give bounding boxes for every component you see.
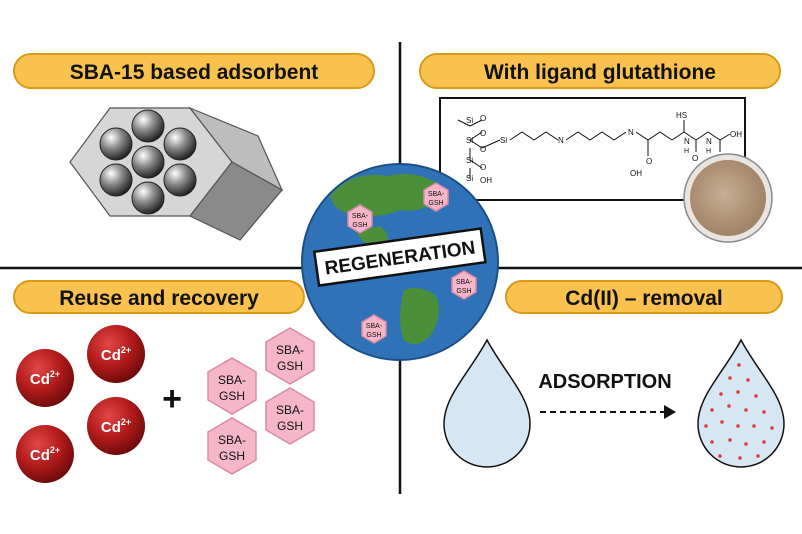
- oh-label: OH: [480, 176, 492, 185]
- svg-text:GSH: GSH: [428, 200, 443, 207]
- regeneration-globe: SBA- GSH SBA- GSH SBA- GSH SBA- GSH REGE…: [301, 163, 499, 361]
- cd-dot-scatter: [704, 363, 774, 460]
- svg-text:SBA-: SBA-: [276, 403, 304, 417]
- n-label: N: [706, 137, 712, 146]
- svg-text:GSH: GSH: [277, 359, 303, 373]
- hs-label: HS: [676, 111, 687, 120]
- label-sba15-text: SBA-15 based adsorbent: [70, 61, 319, 84]
- n-label: N: [684, 137, 690, 146]
- sba-gsh-hex: SBA- GSH: [265, 327, 315, 385]
- svg-text:SBA-: SBA-: [366, 323, 383, 330]
- svg-text:SBA-: SBA-: [276, 343, 304, 357]
- si-label: Si: [466, 174, 473, 183]
- sba-gsh-cluster: SBA- GSH SBA- GSH SBA- GSH SBA- GSH: [207, 327, 315, 475]
- o-label: O: [480, 163, 486, 172]
- cd-ion: Cd2+: [87, 397, 145, 455]
- sba-gsh-hex: SBA- GSH: [347, 204, 373, 234]
- si-label: Si: [466, 136, 473, 145]
- label-glutathione: With ligand glutathione: [419, 53, 781, 89]
- svg-text:SBA-: SBA-: [218, 373, 246, 387]
- svg-text:GSH: GSH: [366, 332, 381, 339]
- cd-ion: Cd2+: [16, 349, 74, 407]
- svg-text:GSH: GSH: [352, 222, 367, 229]
- svg-text:SBA-: SBA-: [456, 279, 473, 286]
- sba-gsh-hex: SBA- GSH: [207, 417, 257, 475]
- n-label: N: [628, 128, 634, 137]
- sba-gsh-hex: SBA- GSH: [423, 182, 449, 212]
- adsorption-arrow-icon: [540, 405, 676, 419]
- svg-text:Cd2+: Cd2+: [101, 417, 131, 436]
- svg-text:Cd2+: Cd2+: [101, 345, 131, 364]
- cd-ion: Cd2+: [16, 425, 74, 483]
- svg-text:Cd2+: Cd2+: [30, 369, 60, 388]
- clean-droplet-icon: [443, 338, 531, 468]
- label-reuse: Reuse and recovery: [13, 280, 305, 314]
- o-label: O: [480, 114, 486, 123]
- label-cd-removal-text: Cd(II) – removal: [565, 287, 723, 310]
- sba-gsh-hex: SBA- GSH: [207, 357, 257, 415]
- o-label: O: [646, 157, 652, 166]
- o-label: O: [692, 154, 698, 163]
- o-label: O: [480, 145, 486, 154]
- oh-label: OH: [630, 169, 642, 178]
- si-label: Si: [500, 136, 507, 145]
- h-label: H: [684, 148, 689, 155]
- sba-gsh-hex: SBA- GSH: [451, 270, 477, 300]
- h-label: H: [706, 148, 711, 155]
- svg-text:SBA-: SBA-: [218, 433, 246, 447]
- oh-label: OH: [730, 130, 742, 139]
- sba-gsh-hex: SBA- GSH: [361, 314, 387, 344]
- si-label: Si: [466, 116, 473, 125]
- label-sba15: SBA-15 based adsorbent: [13, 53, 375, 89]
- powder-sample-icon: [683, 153, 773, 243]
- pore-array: [99, 109, 197, 215]
- cd-ion-group: Cd2+ Cd2+ Cd2+ Cd2+: [16, 325, 145, 483]
- sba-gsh-hex: SBA- GSH: [265, 387, 315, 445]
- label-glutathione-text: With ligand glutathione: [484, 61, 716, 84]
- n-label: N: [558, 136, 564, 145]
- loaded-droplet-icon: [697, 338, 785, 468]
- si-label: Si: [466, 156, 473, 165]
- plus-sign: +: [162, 380, 182, 418]
- svg-text:SBA-: SBA-: [428, 191, 445, 198]
- label-cd-removal: Cd(II) – removal: [505, 280, 783, 314]
- svg-text:GSH: GSH: [219, 389, 245, 403]
- svg-text:Cd2+: Cd2+: [30, 445, 60, 464]
- cd-ion: Cd2+: [87, 325, 145, 383]
- label-reuse-text: Reuse and recovery: [59, 287, 259, 310]
- svg-text:GSH: GSH: [219, 449, 245, 463]
- svg-text:GSH: GSH: [456, 288, 471, 295]
- svg-text:SBA-: SBA-: [352, 213, 369, 220]
- o-label: O: [480, 129, 486, 138]
- adsorption-label: ADSORPTION: [538, 371, 671, 393]
- svg-text:GSH: GSH: [277, 419, 303, 433]
- sba15-hexagonal-block-icon: [69, 106, 284, 241]
